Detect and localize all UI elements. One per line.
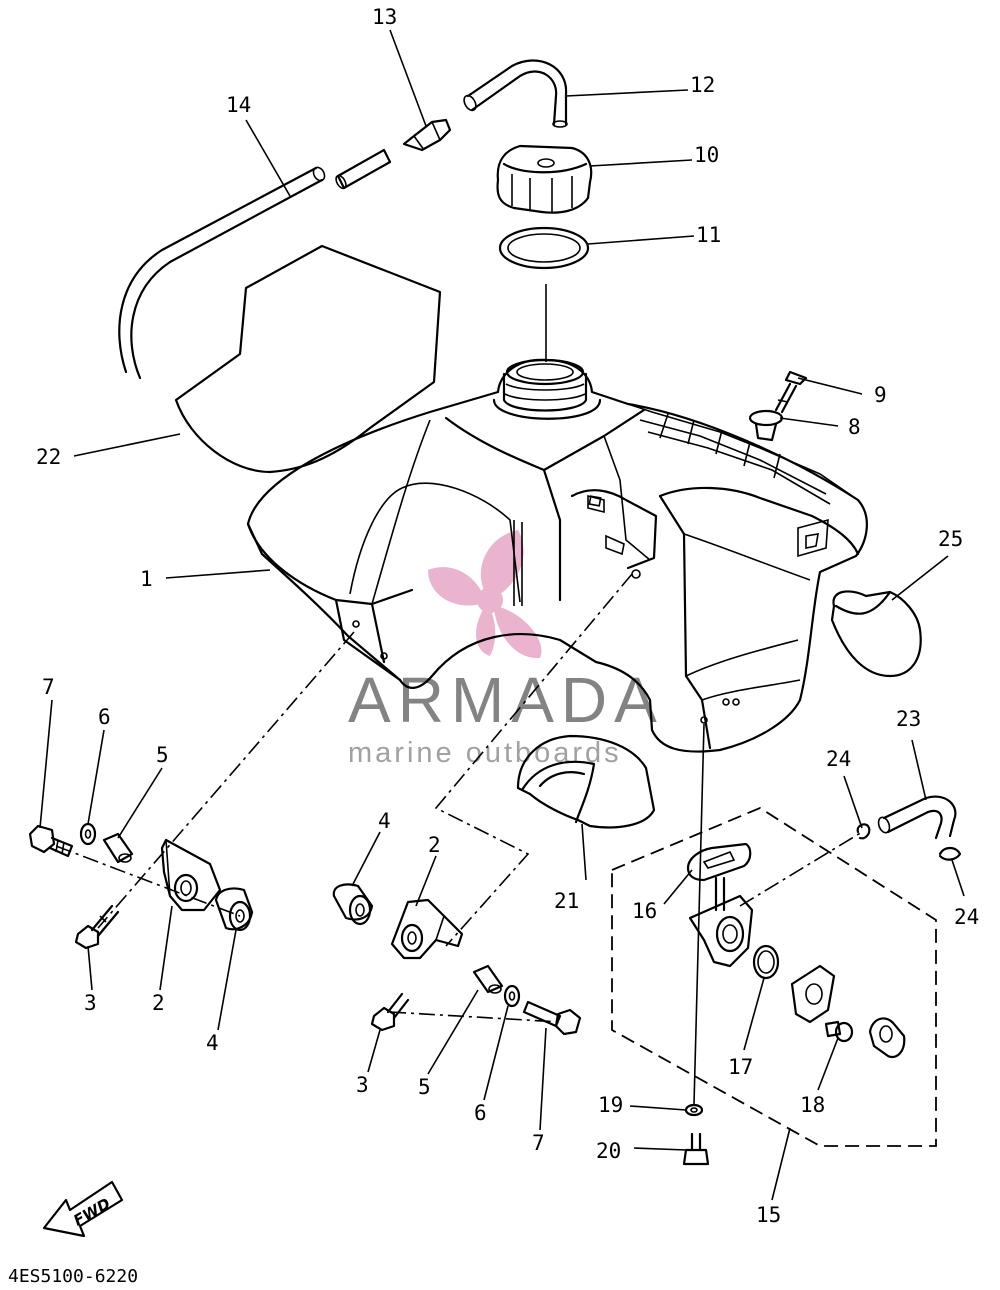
- callout-15: 15: [756, 1203, 781, 1227]
- callout-14: 14: [226, 93, 251, 117]
- clip-24-b: [938, 846, 962, 861]
- callout-7-left: 7: [42, 675, 55, 699]
- damper-4-right: [332, 883, 374, 926]
- callout-19: 19: [598, 1093, 623, 1117]
- collar-5-left: [102, 832, 134, 864]
- bracket-2-left: [160, 838, 222, 912]
- propeller-blade-lower: [476, 608, 496, 656]
- bolt-3-right: [370, 992, 410, 1032]
- callout-10: 10: [694, 143, 719, 167]
- fwd-direction-arrow: FWD: [42, 1180, 124, 1238]
- callout-3-right: 3: [356, 1073, 369, 1097]
- breather-hose-long: [118, 166, 326, 380]
- callout-5-left: 5: [156, 743, 169, 767]
- callout-12: 12: [690, 73, 715, 97]
- screw-9: [774, 370, 808, 414]
- o-ring-17: [752, 944, 780, 980]
- centerline-left-mount: [97, 631, 355, 929]
- callout-7-right: 7: [532, 1131, 545, 1155]
- callout-17: 17: [728, 1055, 753, 1079]
- centerline-fuel-hose: [739, 831, 863, 907]
- propeller-blade-left: [428, 567, 484, 606]
- armada-watermark: ARMADA marine outboards: [348, 530, 664, 769]
- callout-8: 8: [848, 415, 861, 439]
- bolt-3-left: [74, 904, 120, 950]
- callout-1: 1: [140, 567, 153, 591]
- clip-24-a: [856, 823, 871, 840]
- watermark-brand: ARMADA: [348, 664, 664, 736]
- fuel-cock-lever: [868, 1017, 906, 1059]
- screw-18: [824, 1020, 854, 1043]
- callout-4-left: 4: [206, 1031, 219, 1055]
- callout-22: 22: [36, 445, 61, 469]
- propeller-hub: [477, 587, 503, 613]
- callout-5-right: 5: [418, 1075, 431, 1099]
- fuel-cap: [496, 144, 593, 214]
- callout-18: 18: [800, 1093, 825, 1117]
- fuel-hose-23: [877, 795, 957, 840]
- callout-6-left: 6: [98, 705, 111, 729]
- propeller-blade-right: [494, 606, 542, 659]
- washer-19: [684, 1103, 704, 1117]
- drain-centerline: [693, 723, 705, 1105]
- fuel-cock-assembly-box: [611, 806, 937, 1147]
- cap-gasket: [498, 226, 590, 270]
- callout-25: 25: [938, 527, 963, 551]
- callout-4-right: 4: [378, 809, 391, 833]
- callout-13: 13: [372, 5, 397, 29]
- bolt-8: [748, 409, 784, 442]
- damper-4-left: [214, 887, 254, 932]
- fuel-cock-gasket-16: [686, 842, 752, 882]
- watermark-tagline: marine outboards: [348, 737, 622, 769]
- drawing-code: 4ES5100-6220: [8, 1266, 138, 1287]
- damper-21: [516, 734, 656, 829]
- drain-screw-20: [682, 1132, 710, 1166]
- fuel-cock-body: [688, 876, 754, 968]
- callout-16: 16: [632, 899, 657, 923]
- washer-6-right: [503, 984, 521, 1008]
- callout-9: 9: [874, 383, 887, 407]
- leader-lines: [39, 29, 965, 1201]
- collar-5-right: [472, 964, 504, 994]
- fwd-label: FWD: [70, 1194, 113, 1229]
- callout-3-left: 3: [84, 991, 97, 1015]
- centerline-left-bolt: [55, 845, 241, 917]
- washer-6-left: [79, 822, 97, 846]
- bolt-7-left: [28, 824, 74, 858]
- callout-labels: 1 22 14 13 12 10 11 9 8 25 21 23 24 24 1…: [36, 5, 979, 1227]
- vent-hose-bent: [463, 59, 568, 128]
- callout-20: 20: [596, 1139, 621, 1163]
- bracket-2-right: [390, 898, 464, 960]
- centerline-right-mount: [434, 573, 633, 947]
- callout-24-b: 24: [954, 905, 979, 929]
- callout-11: 11: [696, 223, 721, 247]
- hose-joint: [335, 118, 452, 190]
- callout-2-right: 2: [428, 833, 441, 857]
- callout-23: 23: [896, 707, 921, 731]
- callout-21: 21: [554, 889, 579, 913]
- callout-6-right: 6: [474, 1101, 487, 1125]
- bolt-7-right: [522, 1000, 582, 1036]
- lever-plate: [790, 964, 836, 1024]
- damper-25: [830, 590, 922, 678]
- tank-pad: [174, 244, 442, 474]
- callout-24-a: 24: [826, 747, 851, 771]
- callout-2-left: 2: [152, 991, 165, 1015]
- fuel-tank: [246, 358, 868, 753]
